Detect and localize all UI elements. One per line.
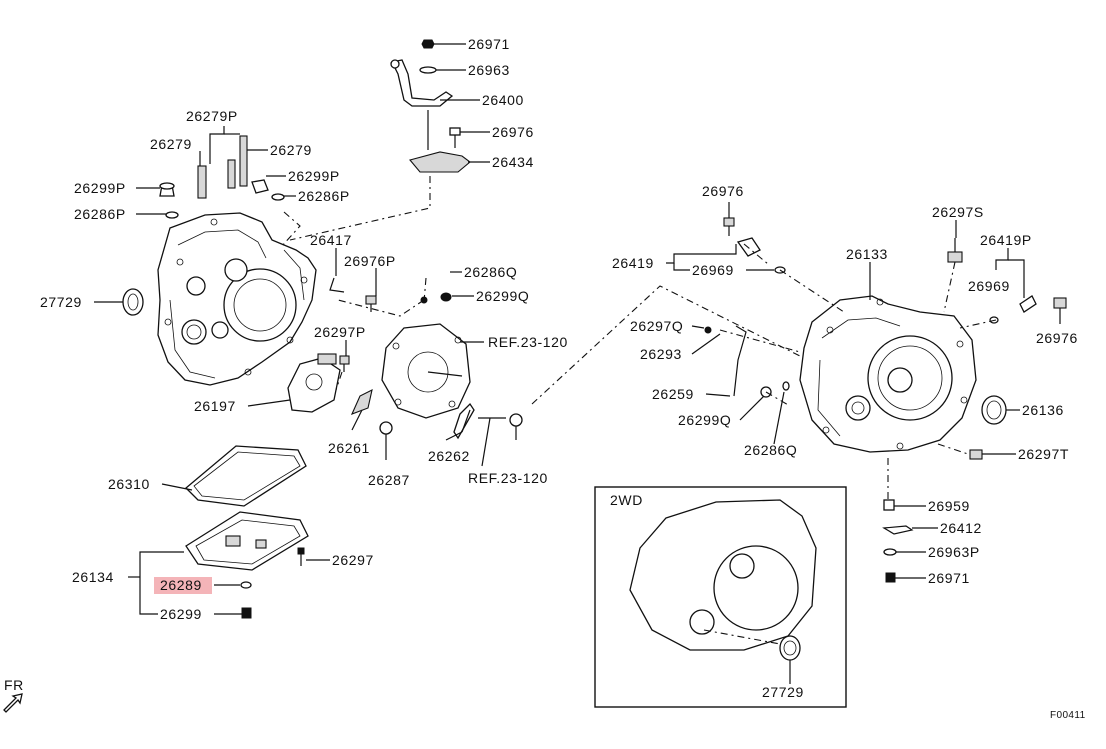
label-26286Q-bottom[interactable]: 26286Q: [744, 442, 797, 458]
label-fr: FR: [4, 677, 24, 693]
label-26286P-right[interactable]: 26286P: [298, 188, 350, 204]
label-26297S[interactable]: 26297S: [932, 204, 984, 220]
label-26976P[interactable]: 26976P: [344, 253, 396, 269]
label-26310[interactable]: 26310: [108, 476, 150, 492]
oil-pan-26134: [185, 511, 309, 619]
label-26299Q-bottom[interactable]: 26299Q: [678, 412, 731, 428]
label-27729-box[interactable]: 27729: [762, 684, 804, 700]
plugs-upper-left: [159, 135, 285, 219]
fr-arrow: [3, 693, 23, 713]
label-ref-23-120-a[interactable]: REF.23-120: [488, 334, 568, 350]
label-26297Q[interactable]: 26297Q: [630, 318, 683, 334]
valve-body-26197: [287, 353, 341, 413]
label-26299P-right[interactable]: 26299P: [288, 168, 340, 184]
label-26963[interactable]: 26963: [468, 62, 510, 78]
label-26419P[interactable]: 26419P: [980, 232, 1032, 248]
small-parts-right: [704, 217, 1067, 583]
label-26419[interactable]: 26419: [612, 255, 654, 271]
label-26976-right[interactable]: 26976: [1036, 330, 1078, 346]
label-26259[interactable]: 26259: [652, 386, 694, 402]
center-cover: [381, 323, 471, 419]
label-26279-left[interactable]: 26279: [150, 136, 192, 152]
oil-pan-gasket-26310: [185, 445, 307, 507]
label-26289[interactable]: 26289: [160, 577, 202, 593]
figure-code: F00411: [1050, 710, 1086, 721]
label-26287[interactable]: 26287: [368, 472, 410, 488]
oil-seal-27729: [122, 288, 144, 316]
label-2wd: 2WD: [610, 492, 643, 508]
label-26261[interactable]: 26261: [328, 440, 370, 456]
label-26969-right[interactable]: 26969: [968, 278, 1010, 294]
label-ref-23-120-b[interactable]: REF.23-120: [468, 470, 548, 486]
label-26133[interactable]: 26133: [846, 246, 888, 262]
highlight-26289: [154, 577, 212, 594]
label-26136[interactable]: 26136: [1022, 402, 1064, 418]
label-26417[interactable]: 26417: [310, 232, 352, 248]
label-26279P[interactable]: 26279P: [186, 108, 238, 124]
label-26262[interactable]: 26262: [428, 448, 470, 464]
label-26976-mid[interactable]: 26976: [702, 183, 744, 199]
label-26434[interactable]: 26434: [492, 154, 534, 170]
label-26197[interactable]: 26197: [194, 398, 236, 414]
transaxle-case-left: [157, 212, 317, 386]
label-26297P[interactable]: 26297P: [314, 324, 366, 340]
shift-lever-assembly: [390, 39, 471, 173]
label-26299Q[interactable]: 26299Q: [476, 288, 529, 304]
label-26969-left[interactable]: 26969: [692, 262, 734, 278]
connector-lines: [281, 176, 997, 645]
2wd-box: [594, 486, 847, 708]
label-27729-left[interactable]: 27729: [40, 294, 82, 310]
label-26286Q[interactable]: 26286Q: [464, 264, 517, 280]
small-parts-middle: [329, 277, 452, 372]
leader-lines: [94, 43, 1061, 684]
label-26412[interactable]: 26412: [940, 520, 982, 536]
label-26286P-left[interactable]: 26286P: [74, 206, 126, 222]
labels: 26971 26963 26400 26976 26434 26279P 262…: [4, 36, 1086, 721]
label-26963P[interactable]: 26963P: [928, 544, 980, 560]
label-26299P-left[interactable]: 26299P: [74, 180, 126, 196]
label-26976-top[interactable]: 26976: [492, 124, 534, 140]
transaxle-case-right: [799, 295, 977, 453]
label-26971-top[interactable]: 26971: [468, 36, 510, 52]
label-26971-bottom[interactable]: 26971: [928, 570, 970, 586]
label-26297T[interactable]: 26297T: [1018, 446, 1069, 462]
label-26959[interactable]: 26959: [928, 498, 970, 514]
label-26400[interactable]: 26400: [482, 92, 524, 108]
label-26297[interactable]: 26297: [332, 552, 374, 568]
label-26279-right[interactable]: 26279: [270, 142, 312, 158]
label-26134[interactable]: 26134: [72, 569, 114, 585]
label-26299[interactable]: 26299: [160, 606, 202, 622]
label-26293[interactable]: 26293: [640, 346, 682, 362]
